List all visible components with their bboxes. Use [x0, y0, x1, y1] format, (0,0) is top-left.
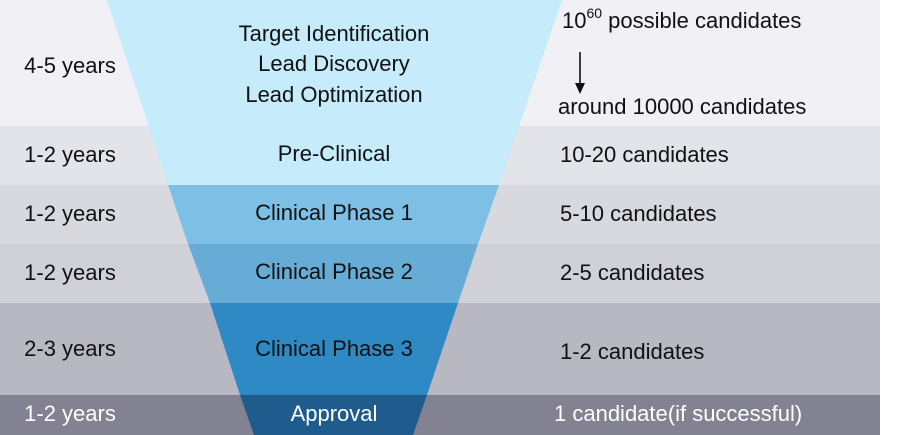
count-top-exponent: 60 [586, 5, 603, 21]
funnel-phase-1-segment [168, 185, 499, 244]
count-top-base: 10 [562, 8, 587, 33]
count-possible-candidates: 1060 possible candidates [562, 6, 802, 33]
funnel-phase-3-segment [210, 303, 458, 395]
count-preclinical: 10-20 candidates [560, 141, 729, 167]
count-approval: 1 candidate(if successful) [554, 400, 803, 426]
count-phase-3: 1-2 candidates [560, 338, 705, 364]
count-around-10000: around 10000 candidates [558, 93, 807, 119]
down-arrow-icon [575, 52, 585, 94]
preclinical-duration: 1-2 years [24, 141, 116, 167]
stage-lead-discovery: Lead Discovery [258, 50, 410, 76]
approval-band [0, 395, 880, 435]
discovery-duration: 4-5 years [24, 52, 116, 78]
stage-approval: Approval [290, 400, 378, 426]
phase-1-duration: 1-2 years [24, 200, 116, 226]
phase-2-duration: 1-2 years [24, 259, 116, 285]
count-phase-1: 5-10 candidates [560, 200, 717, 226]
stage-clinical-phase-3: Clinical Phase 3 [255, 335, 413, 361]
funnel-discovery-segment [107, 0, 562, 185]
count-phase-2: 2-5 candidates [560, 259, 705, 285]
stage-preclinical: Pre-Clinical [277, 140, 391, 166]
stage-clinical-phase-1: Clinical Phase 1 [255, 199, 413, 225]
approval-duration: 1-2 years [24, 400, 116, 426]
funnel-phase-2-segment [188, 244, 478, 303]
count-top-suffix: possible candidates [602, 8, 802, 33]
stage-clinical-phase-2: Clinical Phase 2 [255, 258, 413, 284]
stage-target-identification: Target Identification [238, 20, 430, 46]
stage-lead-optimization: Lead Optimization [245, 81, 423, 107]
phase-3-duration: 2-3 years [24, 335, 116, 361]
funnel-approval-segment [240, 395, 427, 435]
